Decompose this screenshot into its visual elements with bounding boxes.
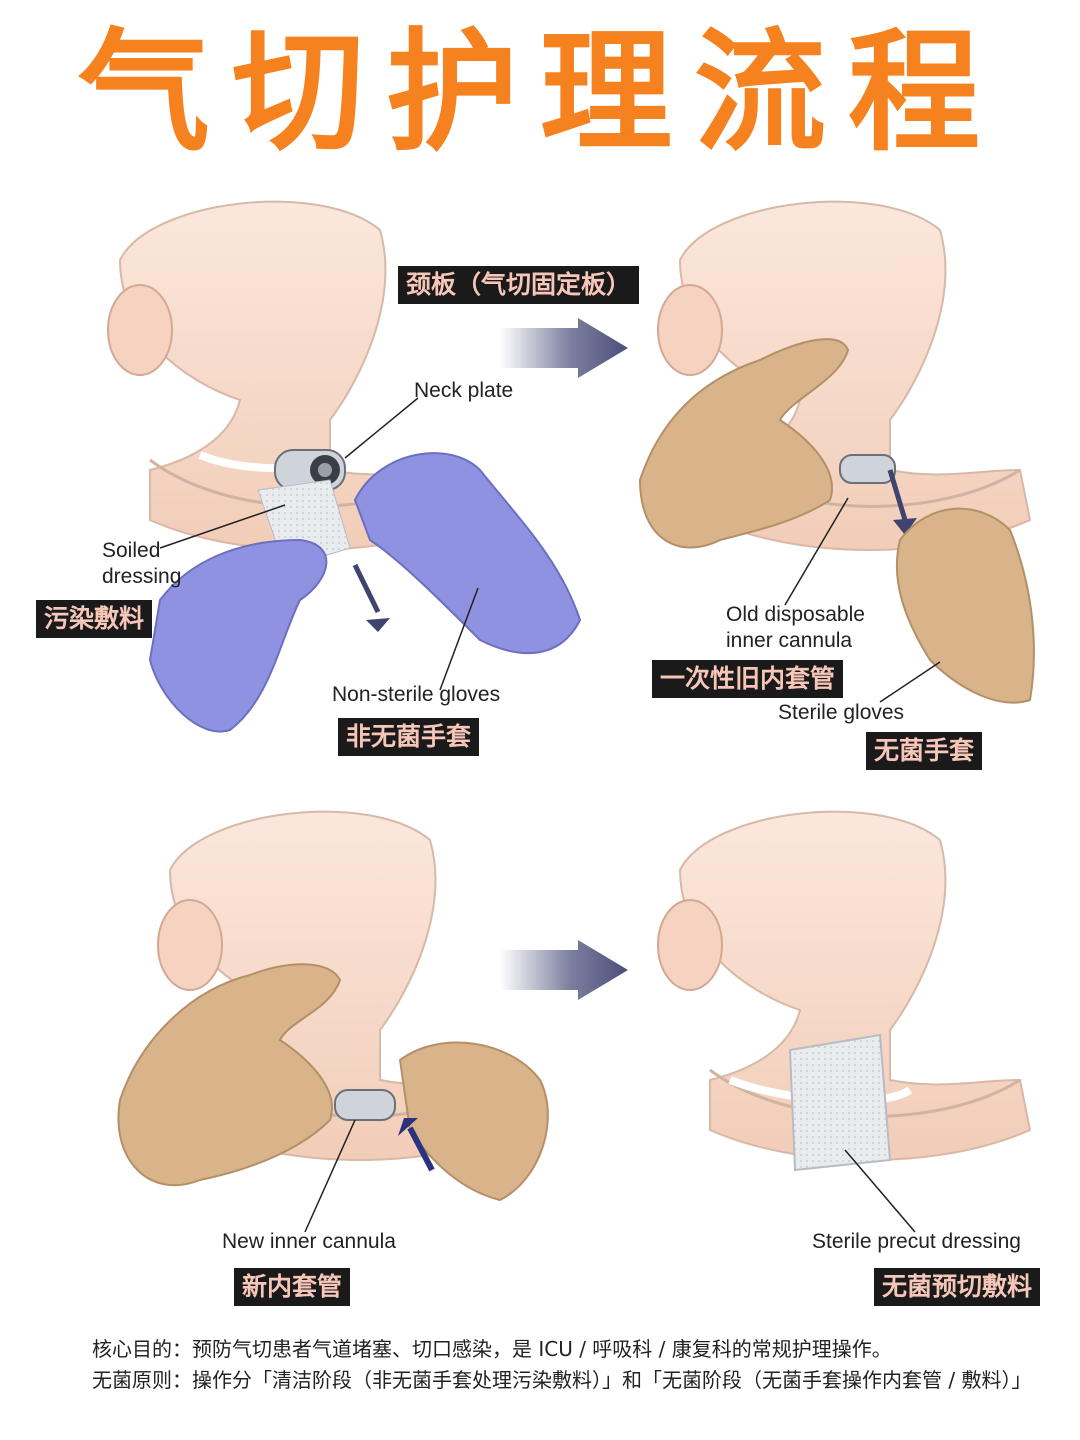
label-old-cannula-1: Old disposable: [726, 603, 865, 626]
label-sterile-dressing: Sterile precut dressing: [812, 1230, 1021, 1253]
label-soiled-2: dressing: [102, 565, 182, 588]
step-arrow-2: [500, 940, 628, 1000]
panel-3-scene: [117, 810, 549, 1202]
tag-soiled-dressing: 污染敷料: [36, 600, 153, 638]
panel-4-scene: [657, 810, 1032, 1172]
tag-old-cannula: 一次性旧内套管: [652, 660, 844, 698]
panel-2-scene: [638, 200, 1035, 704]
notes: 核心目的：预防气切患者气道堵塞、切口感染，是 ICU / 呼吸科 / 康复科的常…: [92, 1334, 1052, 1396]
label-neck-plate: Neck plate: [414, 379, 514, 402]
tag-sterile-dressing: 无菌预切敷料: [874, 1268, 1041, 1306]
label-non-sterile-gloves: Non-sterile gloves: [332, 683, 501, 706]
tag-new-cannula: 新内套管: [234, 1268, 351, 1306]
step-arrow-1: [500, 318, 628, 378]
label-soiled-1: Soiled: [102, 539, 161, 562]
tag-non-sterile-gloves: 非无菌手套: [338, 718, 480, 756]
note-purpose: 核心目的：预防气切患者气道堵塞、切口感染，是 ICU / 呼吸科 / 康复科的常…: [92, 1337, 892, 1361]
page-title: 气切护理流程: [78, 16, 1002, 170]
leader-lines: [159, 397, 941, 1233]
tag-sterile-gloves: 无菌手套: [866, 732, 983, 770]
note-asepsis: 无菌原则：操作分「清洁阶段（非无菌手套处理污染敷料）」和「无菌阶段（无菌手套操作…: [92, 1368, 1032, 1392]
label-old-cannula-2: inner cannula: [726, 629, 853, 652]
tag-neck-plate: 颈板（气切固定板）: [398, 266, 640, 304]
panel-1-scene: [107, 200, 582, 733]
label-sterile-gloves: Sterile gloves: [778, 701, 905, 724]
label-new-cannula: New inner cannula: [222, 1230, 396, 1253]
